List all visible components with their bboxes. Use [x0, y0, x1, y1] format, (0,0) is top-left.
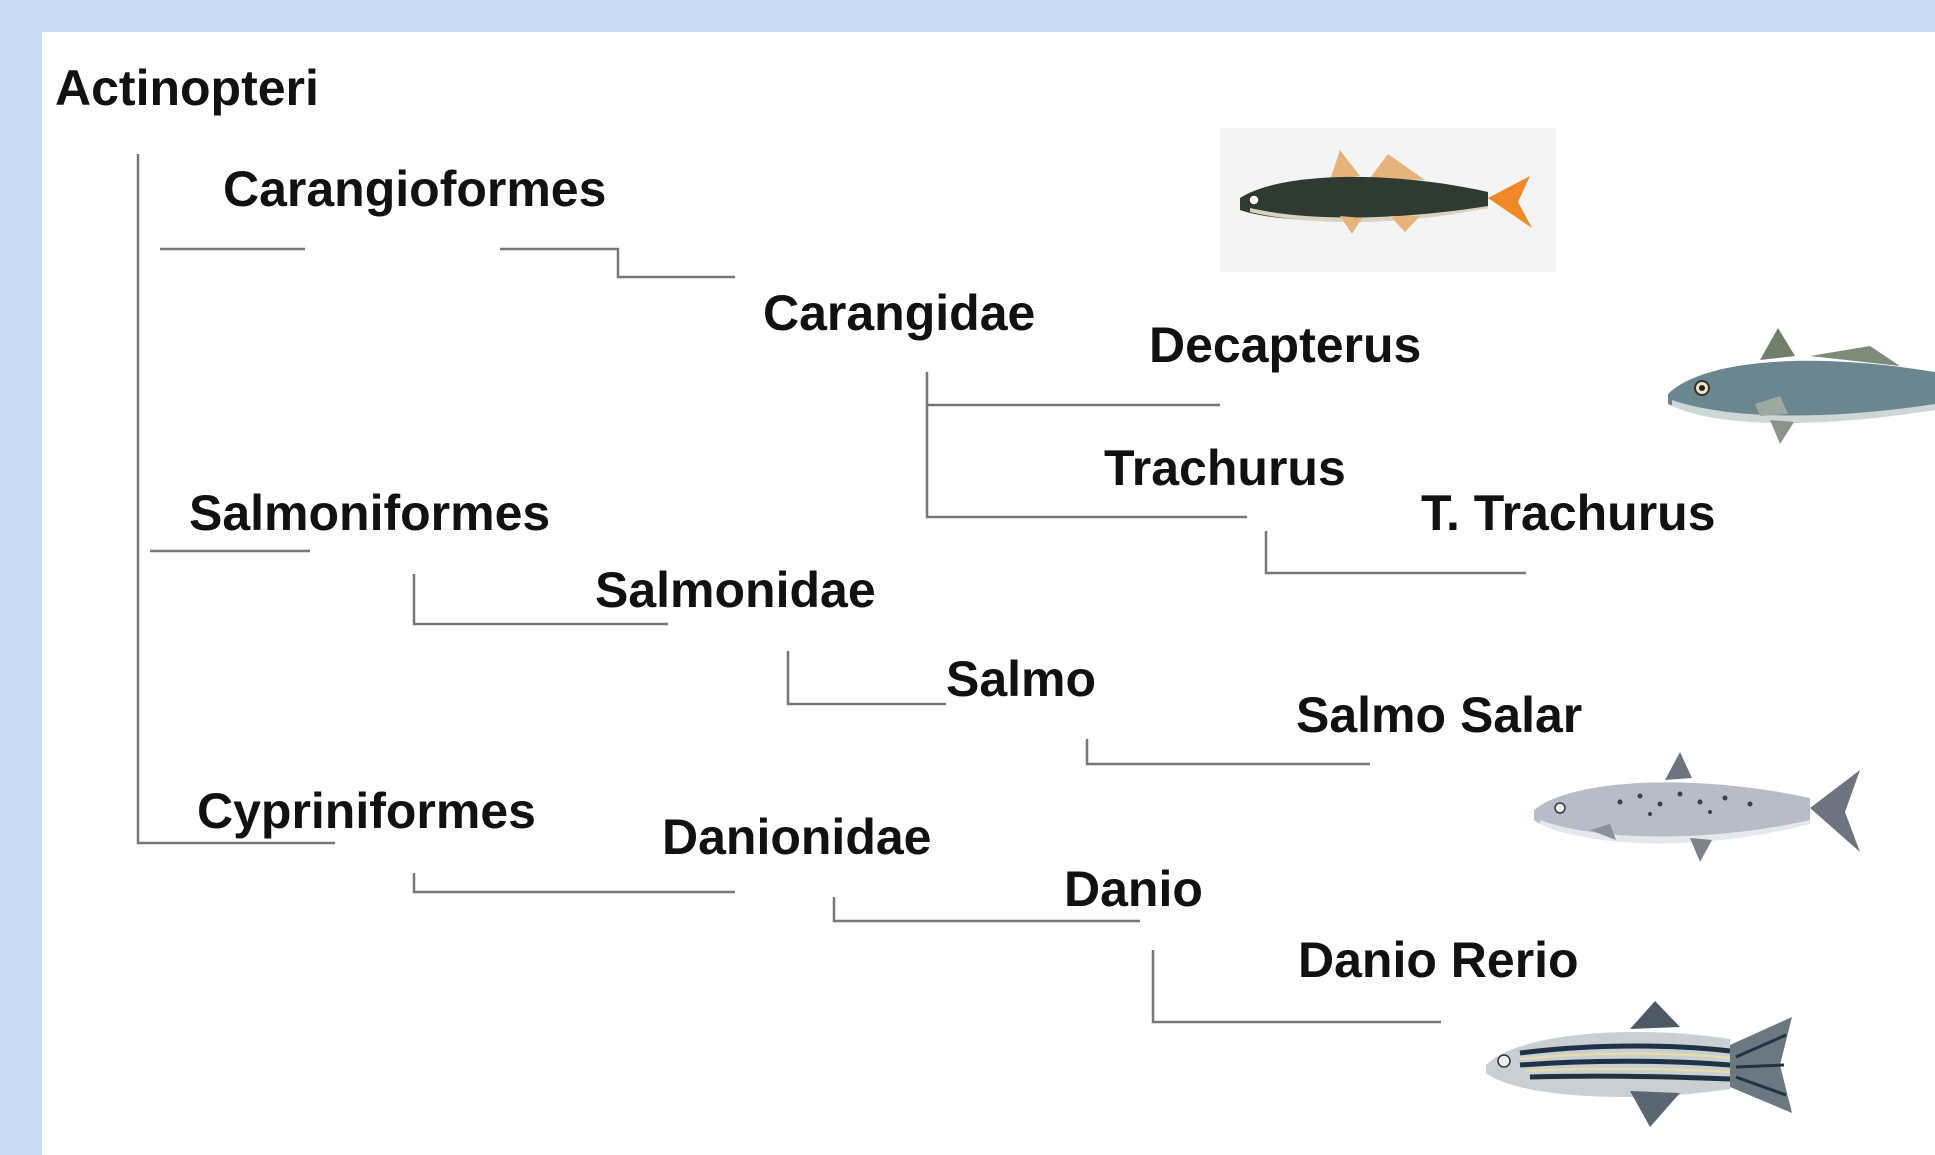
salmo-connector-line — [788, 651, 946, 704]
danionidae-connector-line — [414, 873, 735, 892]
genus-label-danio: Danio — [1064, 864, 1203, 914]
species-label-t-trachurus: T. Trachurus — [1421, 488, 1716, 538]
carangioformes-fish-image — [1220, 128, 1556, 272]
family-label-salmonidae: Salmonidae — [595, 565, 876, 615]
danio-rerio-fish-image — [1480, 995, 1800, 1135]
order-label-salmoniformes: Salmoniformes — [189, 488, 550, 538]
family-label-danionidae: Danionidae — [662, 812, 931, 862]
order-label-carangioformes: Carangioformes — [223, 164, 606, 214]
family-label-carangidae: Carangidae — [763, 288, 1035, 338]
genus-label-decapterus: Decapterus — [1149, 320, 1421, 370]
order-label-cypriniformes: Cypriniformes — [197, 786, 536, 836]
decapterus-fish-image — [1660, 322, 1935, 450]
root-label: Actinopteri — [55, 63, 319, 113]
salmo-salar-fish-image — [1530, 750, 1865, 868]
genus-label-salmo: Salmo — [946, 654, 1096, 704]
species-label-salmo-salar: Salmo Salar — [1296, 690, 1582, 740]
species-label-danio-rerio: Danio Rerio — [1298, 935, 1579, 985]
genus-label-trachurus: Trachurus — [1104, 443, 1346, 493]
carangidae-connector-line — [500, 249, 735, 277]
